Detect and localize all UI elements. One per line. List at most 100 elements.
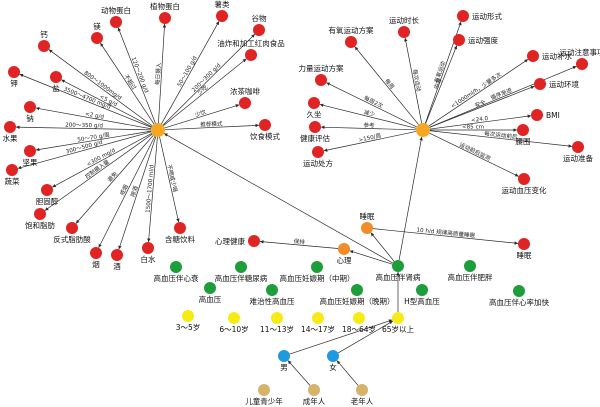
node-label: 难治性高血压	[250, 296, 295, 306]
node-circle	[91, 32, 103, 44]
node-label: 烟	[92, 260, 100, 269]
node-label: 植物蛋白	[150, 1, 180, 11]
node-label: 盐	[52, 83, 60, 93]
node-circle	[258, 384, 270, 396]
edge-diet_hub-oil_meat	[163, 58, 247, 126]
node-bp_change: 运动血压变化	[502, 173, 547, 195]
node-circle	[338, 243, 350, 255]
node-label: 高血压	[199, 294, 222, 304]
node-circle	[311, 261, 323, 273]
edge-label: 戒烟	[118, 183, 130, 197]
edge-label: 每次运动	[411, 69, 423, 93]
node-circle	[38, 40, 50, 52]
node-label: 高血压妊娠期（中期）	[280, 273, 355, 283]
node-label: 反式脂肪酸	[53, 234, 91, 244]
node-potassium: 钾	[8, 66, 20, 88]
node-label: 胆固醇	[36, 196, 59, 206]
node-label: 动物蛋白	[101, 5, 131, 15]
node-label: 坚果	[23, 158, 38, 167]
node-label: 腰围	[516, 137, 531, 146]
node-salt: 盐	[50, 71, 62, 93]
node-age_3_5: 3～5岁	[176, 310, 200, 332]
edge-adult-male	[287, 360, 311, 386]
node-label: 睡眠	[517, 251, 532, 260]
node-hydration: 运动补水	[527, 50, 572, 62]
node-label: 儿童青少年	[245, 396, 283, 406]
node-age_18_64: 18～64岁	[342, 312, 376, 334]
node-label: 健康评估	[300, 133, 330, 143]
node-exercise_form: 运动形式	[457, 10, 502, 22]
node-adult: 成年人	[303, 384, 326, 406]
edge-sport_hub-bp_change	[429, 132, 519, 177]
node-sleep_orange: 睡眠	[360, 212, 375, 234]
edge-label: 中等	[432, 77, 444, 91]
node-circle	[518, 238, 530, 250]
node-label: 高血压妊娠期（晚期）	[320, 296, 395, 306]
node-label: 水果	[3, 133, 18, 143]
node-sport_hub	[416, 123, 430, 137]
node-ht_tachy: 高血压伴心率加快	[489, 285, 549, 307]
node-label: 男	[280, 363, 288, 372]
node-circle	[245, 49, 257, 61]
edge-label: 每日摄入	[153, 62, 162, 85]
node-teen: 儿童青少年	[245, 384, 283, 406]
node-label: 老年人	[351, 396, 374, 406]
edge-psychology-mental_health	[259, 240, 339, 249]
node-circle	[392, 260, 404, 272]
node-ht_kidney: 高血压伴肾病	[376, 260, 421, 282]
node-label: 成年人	[303, 396, 326, 406]
node-intensity: 运动强度	[453, 34, 498, 46]
edge-label: 减少	[363, 108, 376, 119]
node-circle	[278, 350, 290, 362]
edge-label: 安全	[474, 98, 488, 110]
node-ht_diabetes: 高血压伴糖尿病	[215, 261, 268, 283]
edge-label: 避免	[106, 170, 120, 184]
node-sugar_drink: 含糖饮料	[165, 222, 195, 244]
node-label: 运动补水	[542, 51, 572, 61]
node-label: 饱和脂肪	[25, 220, 55, 230]
edge-label: >150/周	[358, 132, 382, 144]
node-label: 高血压伴糖尿病	[215, 273, 268, 283]
node-label: 高血压伴心率加快	[489, 297, 549, 307]
edge-sport_hub-bmi	[429, 114, 532, 130]
node-circle	[312, 312, 324, 324]
edge-diet_hub-salt	[61, 79, 152, 128]
node-circle	[392, 312, 404, 324]
node-label: 运动血压变化	[502, 185, 547, 195]
node-circle	[34, 208, 46, 220]
node-preg_late: 高血压妊娠期（晚期）	[320, 284, 395, 306]
node-tubers: 薯类	[215, 0, 230, 22]
node-attention: 运动注意事项	[560, 47, 600, 70]
node-sodium: 钠	[24, 101, 36, 123]
node-label: 久坐	[307, 109, 322, 119]
node-sat_fat: 饱和脂肪	[25, 208, 55, 230]
node-hypertension: 高血压	[199, 282, 222, 304]
node-tea_coffee: 浓茶咖啡	[230, 86, 260, 109]
node-smoke: 烟	[90, 247, 102, 269]
node-mental_health: 心理健康	[215, 235, 260, 247]
edge-female-age_65	[338, 320, 393, 354]
node-label: 11～13岁	[260, 324, 294, 334]
edge-label: 少饮	[194, 108, 207, 119]
node-circle	[248, 235, 260, 247]
node-plant_protein: 植物蛋白	[150, 1, 180, 24]
edge-label: 不超过	[122, 73, 138, 92]
node-layer: 动物蛋白植物蛋白薯类谷物钙镁油炸和加工红肉食品钾盐浓茶咖啡钠水果饮食模式坚果蔬菜…	[3, 0, 600, 406]
node-circle	[416, 284, 428, 296]
edge-label: 推荐模式	[200, 119, 223, 128]
edge-male-age_65	[289, 319, 393, 355]
edge-sport_hub-hydration	[428, 59, 529, 127]
edge-diet_hub-smoke	[98, 136, 156, 248]
node-label: 油炸和加工红肉食品	[217, 38, 285, 48]
node-exercise_time: 运动时长	[389, 15, 419, 38]
node-prescription: 运动处方	[303, 146, 333, 168]
node-label: 运动强度	[468, 35, 498, 45]
edge-label: 不喝或少喝	[165, 164, 179, 193]
edge-label: <24.0	[471, 116, 489, 124]
node-elderly: 老年人	[351, 384, 374, 406]
edge-label: 每周2次	[363, 94, 385, 110]
edge-sport_hub-sitting	[319, 103, 417, 129]
edge-label: 限酒	[129, 184, 140, 198]
